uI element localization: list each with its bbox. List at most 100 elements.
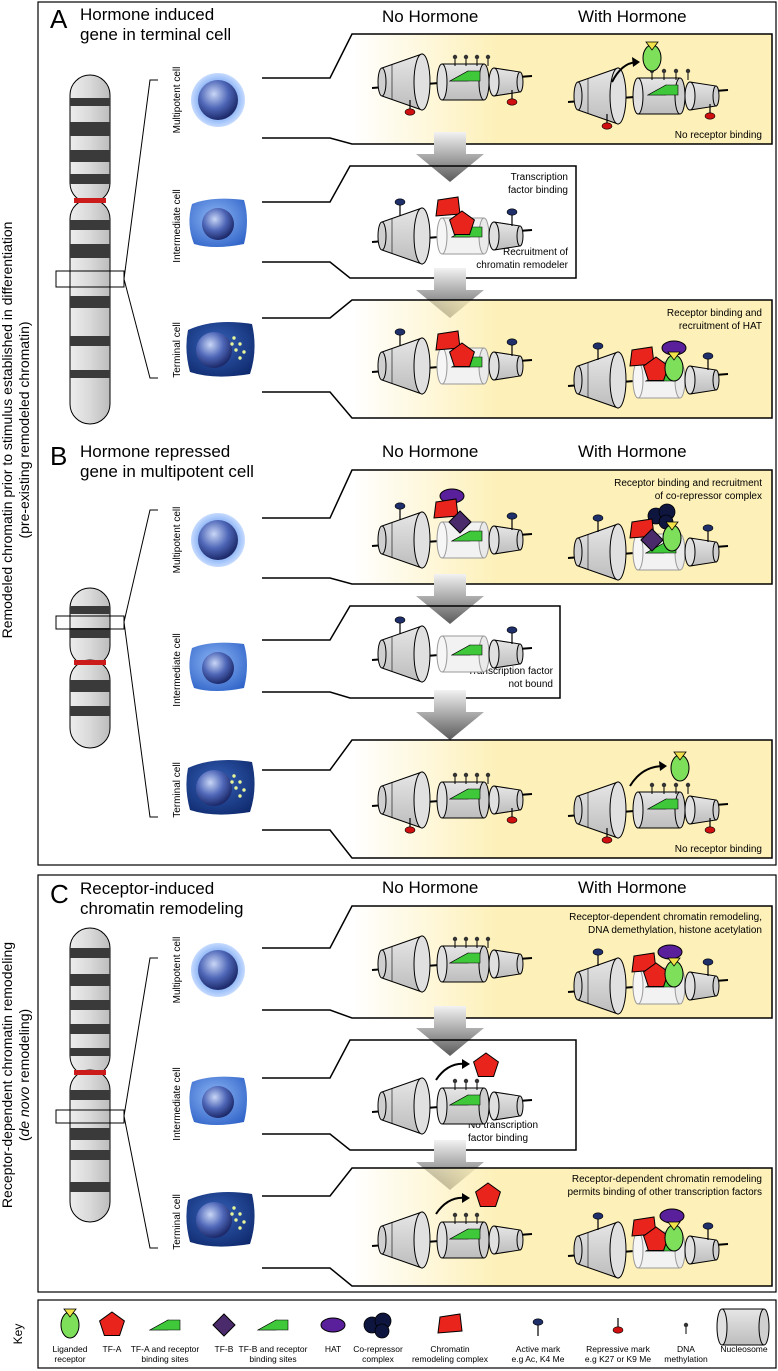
c-row2-box: No transcription factor binding — [262, 1039, 577, 1151]
side-label-top: Remodeled chromatin prior to stimulus es… — [0, 222, 32, 639]
cell-a-intermediate: Intermediate cell — [172, 189, 247, 263]
svg-text:TF-B: TF-B — [215, 1344, 234, 1354]
svg-text:Active mark: Active mark — [516, 1344, 561, 1354]
svg-text:HAT: HAT — [325, 1344, 341, 1354]
panel-c-title-2: chromatin remodeling — [80, 899, 243, 918]
panel-c-title-1: Receptor-induced — [80, 879, 214, 898]
key-item-remodeler: Chromatin remodeling complex — [412, 1313, 489, 1364]
cell-c-multipotent: Multipotent cell — [172, 937, 245, 1003]
col-no-hormone-b: No Hormone — [382, 442, 478, 461]
svg-text:Receptor-dependent chromatin r: Receptor-dependent chromatin remodeling, — [569, 912, 762, 923]
svg-text:e.g K27 or K9 Me: e.g K27 or K9 Me — [585, 1354, 651, 1364]
key-item-repressive-mark: Repressive mark e.g K27 or K9 Me — [585, 1317, 651, 1364]
panel-a-letter: A — [50, 4, 68, 34]
svg-text:TF-A and receptor: TF-A and receptor — [131, 1344, 200, 1354]
cell-a-multipotent: Multipotent cell — [172, 67, 245, 134]
key-item-tf-a: TF-A — [99, 1311, 125, 1354]
panel-c-frame — [37, 874, 777, 1293]
svg-text:DNA: DNA — [677, 1344, 695, 1354]
cell-c-terminal: Terminal cell — [172, 1192, 255, 1250]
b-row3-with-hormone — [568, 751, 728, 844]
c-row2-chromatin — [372, 1052, 532, 1134]
svg-text:e.g Ac, K4 Me: e.g Ac, K4 Me — [512, 1354, 565, 1364]
key-item-active-mark: Active mark e.g Ac, K4 Me — [512, 1318, 565, 1364]
panel-b-title-2: gene in multipotent cell — [80, 462, 254, 481]
svg-text:Intermediate cell: Intermediate cell — [172, 633, 183, 706]
svg-text:Multipotent cell: Multipotent cell — [172, 507, 183, 574]
svg-text:Terminal cell: Terminal cell — [172, 1194, 183, 1250]
svg-text:chromatin remodeler: chromatin remodeler — [476, 260, 568, 271]
svg-text:Liganded: Liganded — [53, 1344, 88, 1354]
col-no-hormone-c: No Hormone — [382, 878, 478, 897]
svg-text:binding sites: binding sites — [141, 1354, 188, 1364]
svg-text:Receptor-dependent chromatin r: Receptor-dependent chromatin remodeling — [572, 1174, 762, 1185]
key-item-liganded-receptor: Liganded receptor — [53, 1308, 88, 1364]
svg-text:Nucleosome: Nucleosome — [720, 1344, 768, 1354]
cell-b-intermediate: Intermediate cell — [172, 633, 247, 707]
key-title: Key — [11, 1324, 25, 1345]
svg-text:complex: complex — [362, 1354, 394, 1364]
svg-text:not bound: not bound — [509, 679, 554, 690]
key-item-corepressor: Co-repressor complex — [353, 1312, 403, 1364]
svg-text:permits binding of other trans: permits binding of other transcription f… — [567, 1187, 762, 1198]
chromosome-b — [55, 509, 158, 818]
panel-ab-frame — [37, 1, 777, 866]
chromosome-a — [55, 74, 158, 425]
svg-text:Terminal cell: Terminal cell — [172, 762, 183, 818]
side-label-top-1: Remodeled chromatin prior to stimulus es… — [0, 222, 15, 639]
a-row1-with-hormone — [568, 41, 728, 130]
panel-a-title-2: gene in terminal cell — [80, 25, 231, 44]
svg-text:receptor: receptor — [54, 1354, 85, 1364]
svg-text:Chromatin: Chromatin — [430, 1344, 469, 1354]
svg-text:Receptor binding and: Receptor binding and — [667, 308, 762, 319]
svg-text:of co-repressor complex: of co-repressor complex — [655, 491, 762, 502]
key-item-tf-a-sites: TF-A and receptor binding sites — [131, 1319, 200, 1364]
c-row3-no-hormone — [372, 1182, 532, 1268]
key-item-dna-methylation: DNA methylation — [664, 1322, 708, 1364]
cell-b-terminal: Terminal cell — [172, 760, 255, 818]
cell-b-multipotent: Multipotent cell — [172, 507, 245, 574]
key-item-hat: HAT — [320, 1317, 346, 1354]
svg-text:remodeling complex: remodeling complex — [412, 1354, 489, 1364]
side-label-bottom-2: (de novo remodeling) — [16, 1009, 32, 1141]
svg-text:TF-B and receptor: TF-B and receptor — [239, 1344, 308, 1354]
side-label-top-2: (pre-existing remodeled chromatin) — [16, 321, 32, 538]
svg-text:Multipotent cell: Multipotent cell — [172, 67, 183, 134]
svg-text:factor binding: factor binding — [508, 185, 568, 196]
col-with-hormone-b: With Hormone — [578, 442, 687, 461]
svg-text:No receptor binding: No receptor binding — [675, 844, 762, 855]
side-label-bottom-1: Receptor-dependent chromatin remodeling — [0, 942, 15, 1208]
panel-b: B Hormone repressed gene in multipotent … — [50, 441, 773, 859]
col-no-hormone-a: No Hormone — [382, 7, 478, 26]
key-item-tf-b-sites: TF-B and receptor binding sites — [239, 1319, 308, 1364]
panel-b-letter: B — [50, 441, 67, 471]
svg-text:Receptor binding and recruitme: Receptor binding and recruitment — [614, 478, 762, 489]
svg-text:Transcription factor: Transcription factor — [468, 666, 554, 677]
svg-text:Co-repressor: Co-repressor — [353, 1344, 403, 1354]
key-item-nucleosome: Nucleosome — [716, 1308, 770, 1354]
key-item-tf-b: TF-B — [212, 1313, 236, 1354]
col-with-hormone-c: With Hormone — [578, 878, 687, 897]
svg-text:Transcription: Transcription — [511, 172, 568, 183]
cell-a-terminal: Terminal cell — [172, 322, 255, 378]
c-row3-box: Receptor-dependent chromatin remodeling … — [262, 1167, 773, 1287]
svg-text:No transcription: No transcription — [468, 1120, 538, 1131]
svg-text:Repressive mark: Repressive mark — [586, 1344, 651, 1354]
panel-b-title-1: Hormone repressed — [80, 442, 230, 461]
key-frame — [37, 1299, 777, 1369]
svg-text:recruitment of HAT: recruitment of HAT — [679, 321, 762, 332]
key: Key Liganded receptor TF-A TF-A and rece… — [11, 1308, 770, 1364]
svg-text:Intermediate cell: Intermediate cell — [172, 189, 183, 262]
side-label-bottom: Receptor-dependent chromatin remodeling … — [0, 942, 32, 1208]
b-row1-box: Receptor binding and recruitment of co-r… — [262, 469, 773, 585]
col-with-hormone-a: With Hormone — [578, 7, 687, 26]
cell-c-intermediate: Intermediate cell — [172, 1067, 247, 1141]
panel-c-letter: C — [50, 879, 69, 909]
b-row2-box: Transcription factor not bound — [262, 605, 561, 699]
svg-text:methylation: methylation — [664, 1354, 708, 1364]
svg-text:DNA demethylation, histone ace: DNA demethylation, histone acetylation — [588, 925, 762, 936]
a-row2-box: Transcription factor binding Recruitment… — [262, 165, 577, 279]
panel-c: C Receptor-induced chromatin remodeling … — [50, 878, 773, 1287]
svg-text:TF-A: TF-A — [103, 1344, 122, 1354]
